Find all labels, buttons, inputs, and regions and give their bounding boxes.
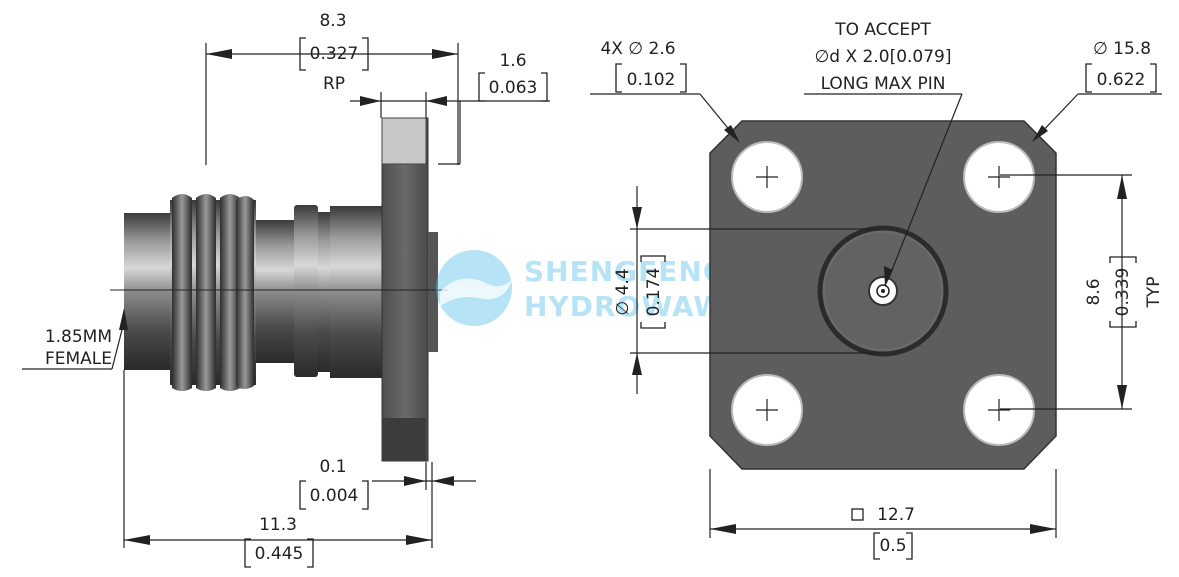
dim-1-6-label: 1.6 (499, 51, 526, 71)
flange-bottom-cap (382, 418, 426, 461)
mounting-hole (963, 374, 1035, 446)
dim-0-1-label: 0.1 (319, 457, 346, 477)
outer-dia-inch: 0.622 (1097, 70, 1146, 90)
dim-11-3-inch: 0.445 (255, 544, 304, 564)
watermark: SHENGFENG HYDROWAWE (436, 250, 745, 326)
mounting-hole (731, 141, 803, 213)
flange-top-cap (381, 117, 427, 165)
holes-label: 4X ∅ 2.6 (600, 39, 675, 59)
rear-body (330, 206, 382, 378)
rp-label: RP (323, 74, 345, 94)
collar (294, 205, 318, 377)
interface-label-2: FEMALE (45, 349, 112, 369)
groove (318, 212, 330, 372)
pin-note-3: LONG MAX PIN (821, 74, 946, 94)
watermark-line2: HYDROWAWE (524, 290, 745, 323)
square-symbol-icon (851, 508, 864, 521)
spacing-inch: 0.339 (1113, 268, 1133, 317)
watermark-line1: SHENGFENG (524, 255, 727, 288)
dim-8-3-label: 8.3 (319, 11, 346, 31)
outer-dia-label: ∅ 15.8 (1093, 39, 1151, 59)
pin-note-2: ∅d X 2.0[0.079] (814, 47, 951, 67)
spacing-label: 8.6 (1084, 278, 1104, 305)
dim-8-3-inch: 0.327 (310, 44, 359, 64)
mounting-hole (963, 141, 1035, 213)
dia-4-4-label: ∅ 4.4 (613, 268, 633, 315)
holes-inch: 0.102 (627, 70, 676, 90)
dim-11-3-label: 11.3 (259, 515, 297, 535)
flange-lip (428, 232, 438, 352)
interface-label-1: 1.85MM (45, 327, 112, 347)
dim-1-6-inch: 0.063 (489, 78, 538, 98)
square-size-inch: 0.5 (879, 536, 906, 556)
dim-0-1-inch: 0.004 (310, 486, 359, 506)
square-size-label: 12.7 (877, 505, 915, 525)
side-view: 8.3 0.327 RP 1.6 0.063 1.85MM FEMALE 0.1… (22, 11, 550, 568)
neck (256, 220, 296, 363)
typ-label: TYP (1144, 276, 1164, 308)
front-view: 4X ∅ 2.6 0.102 TO ACCEPT ∅d X 2.0[0.079]… (590, 20, 1164, 560)
pin-note-1: TO ACCEPT (834, 20, 931, 40)
interface-sleeve (124, 213, 176, 370)
thread-ridges (172, 194, 254, 391)
dia-4-4-inch: 0.174 (644, 268, 664, 317)
mounting-hole (731, 374, 803, 446)
